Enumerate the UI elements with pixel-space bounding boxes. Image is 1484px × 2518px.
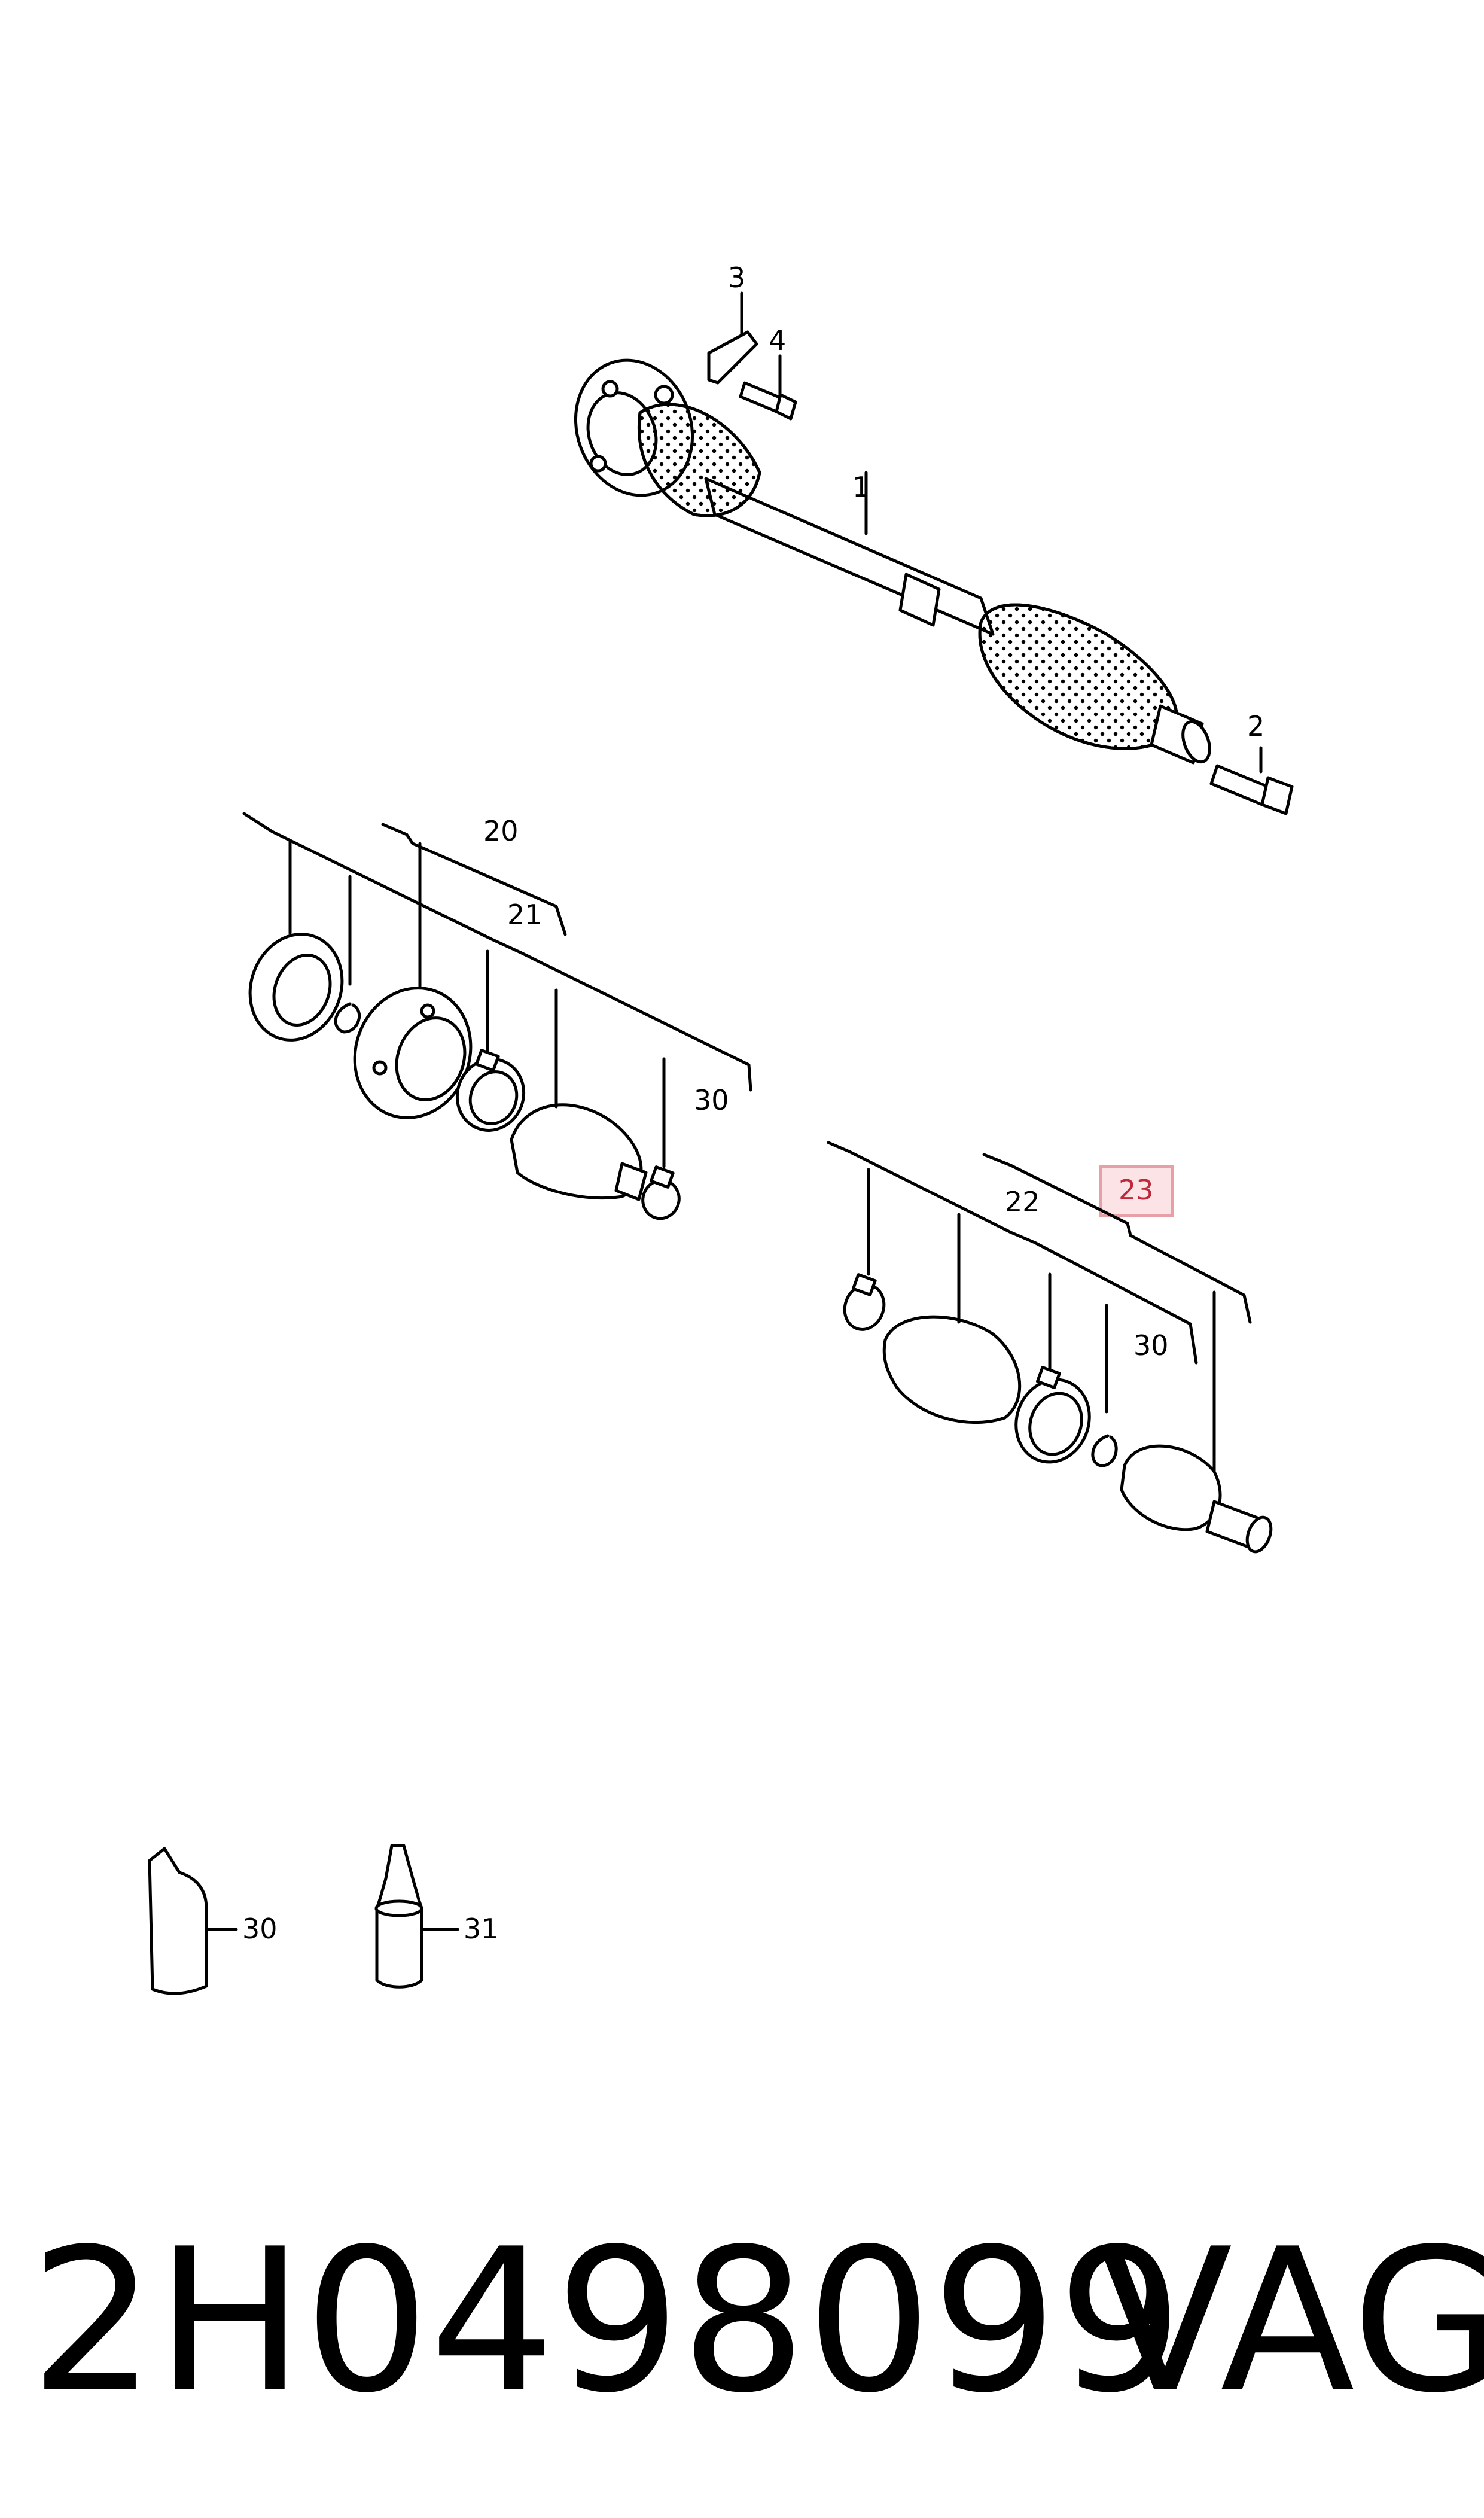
label-4: 4 bbox=[769, 324, 786, 357]
brand-name: VAG bbox=[1098, 2206, 1484, 2436]
label-20: 20 bbox=[483, 815, 519, 847]
bolt-2 bbox=[1209, 764, 1294, 815]
label-23: 23 bbox=[1119, 1174, 1154, 1206]
drive-shaft-assembly bbox=[574, 358, 1211, 765]
sealant-bottle bbox=[374, 1844, 459, 1989]
label-30-kit-a: 30 bbox=[694, 1084, 729, 1116]
locking-plate-3 bbox=[707, 330, 758, 385]
inner-joint-kit bbox=[827, 1141, 1273, 1554]
label-3: 3 bbox=[728, 261, 745, 294]
part-number: 2H0498099 bbox=[30, 2206, 1183, 2436]
label-2: 2 bbox=[1247, 710, 1264, 742]
label-30-grease: 30 bbox=[242, 1913, 278, 1945]
outer-joint-kit bbox=[242, 812, 752, 1220]
label-22: 22 bbox=[1005, 1186, 1040, 1218]
label-31: 31 bbox=[464, 1913, 499, 1945]
label-21: 21 bbox=[507, 899, 543, 931]
label-1: 1 bbox=[852, 471, 870, 503]
grease-tube bbox=[148, 1847, 238, 1995]
bolt-4 bbox=[739, 381, 797, 421]
label-30-kit-b: 30 bbox=[1133, 1329, 1169, 1362]
